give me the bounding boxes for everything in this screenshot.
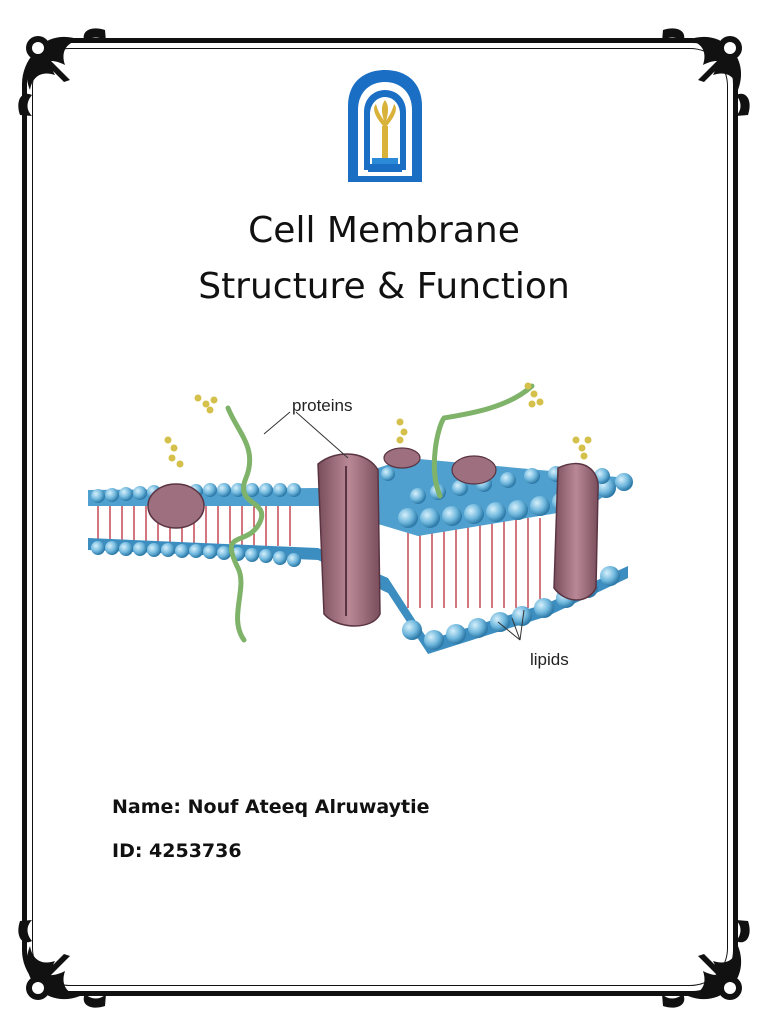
page-border: [22, 38, 738, 996]
diagram-label-proteins: proteins: [292, 396, 353, 415]
ornamental-corner-icon: [18, 28, 106, 116]
cover-title-line-2: Structure & Function: [198, 266, 570, 307]
cover-title-line-1: Cell Membrane: [248, 210, 520, 251]
ornamental-corner-icon: [662, 920, 750, 1008]
page-border-inner: [32, 48, 728, 986]
cell-membrane-diagram: [88, 382, 633, 654]
student-name: Name: Nouf Ateeq Alruwaytie: [112, 796, 430, 818]
student-id: ID: 4253736: [112, 840, 242, 862]
ornamental-corner-icon: [662, 28, 750, 116]
diagram-label-lipids: lipids: [530, 650, 569, 669]
ornamental-corner-icon: [18, 920, 106, 1008]
university-logo-icon: [348, 70, 422, 182]
